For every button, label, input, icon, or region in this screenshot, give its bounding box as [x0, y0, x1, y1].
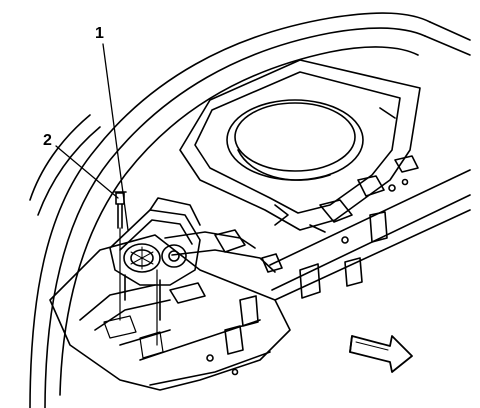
body-contour-lines [29, 12, 471, 408]
forward-arrow-icon [349, 335, 413, 373]
callout-label-1: 1 [95, 25, 104, 42]
mount-bracket [109, 197, 276, 321]
floor-slots [169, 204, 388, 355]
floor-ridge-right [261, 155, 471, 301]
alignment-lines [103, 227, 164, 359]
callout-leaders [55, 43, 129, 231]
callout-label-2: 2 [43, 132, 52, 149]
spare-tire-well [179, 59, 421, 231]
